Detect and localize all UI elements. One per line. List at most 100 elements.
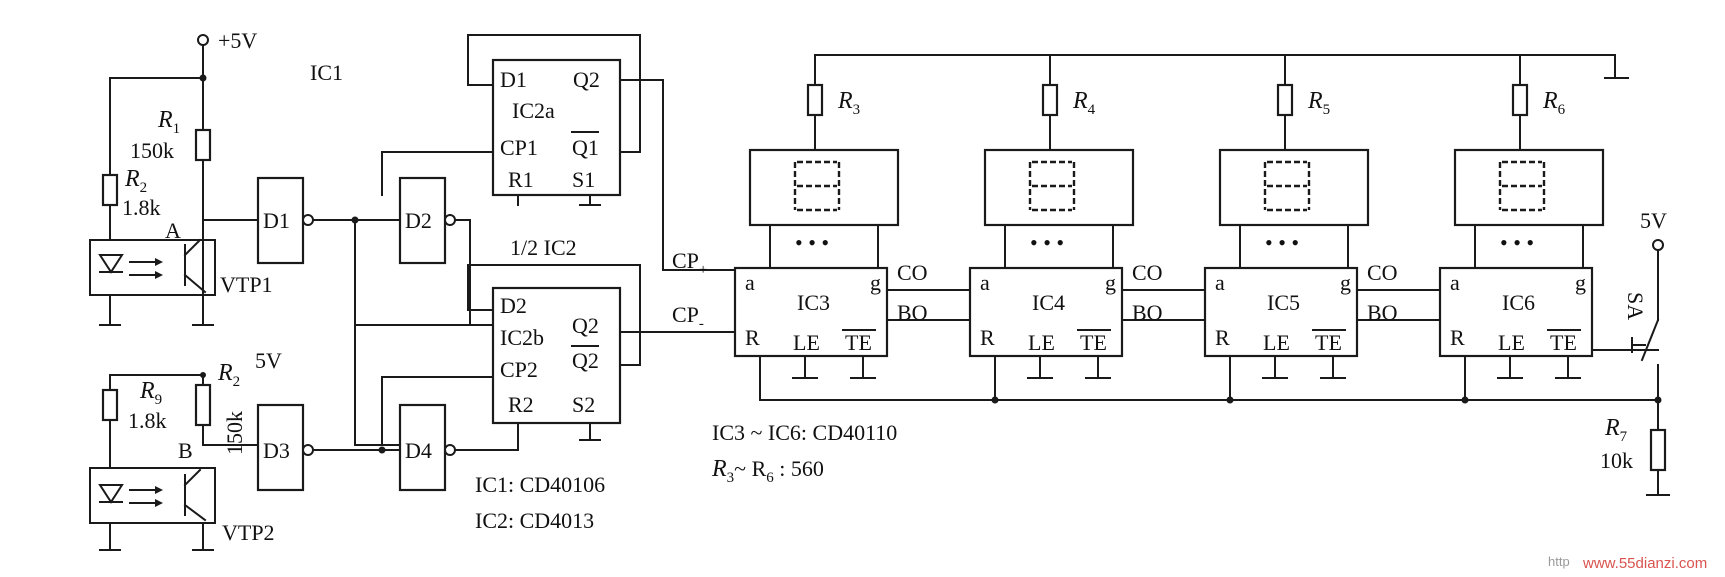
gate-d4: D4 [398,403,456,492]
pin-te-label: TE [1315,330,1342,355]
r7-name: R7 [1604,415,1628,445]
gate-d1: D1 [202,176,314,265]
sa-label: SA [1623,292,1648,320]
pin-te-label: TE [845,330,872,355]
pin-r-label: R [745,325,760,350]
light-arrow-icon [155,258,163,279]
pin-r-label: R [1215,325,1230,350]
counter-ic [1203,266,1359,358]
resistor-r7 [1649,428,1667,472]
pin-g-label: g [870,270,881,295]
pin-te-label: TE [1080,330,1107,355]
pin-le-label: LE [1028,330,1055,355]
counter-ic [968,266,1124,358]
photo-interrupter-2 [89,467,216,524]
seven-segment-digit [1263,160,1311,212]
gate-d2: D2 [398,176,456,265]
ic2a-cp-label: CP1 [500,135,538,160]
sensor-channel-1: +5V R1 150k R2 1.8k A VTP1 [89,28,273,326]
display-segment-dots: • • • [795,230,829,255]
gate-d3: D3 [256,403,314,492]
resistor-r4 [1041,83,1059,117]
borrow-out-label: BO [897,300,928,325]
carry-out-label: CO [897,260,928,285]
pin-te-label: TE [1550,330,1577,355]
vcc-terminal-top [197,34,209,46]
cascade-links: CO BO CO BO CO BO [886,260,1659,351]
pin-g-label: g [1340,270,1351,295]
pin-g-label: g [1575,270,1586,295]
pin-r-label: R [1450,325,1465,350]
vcc-top-label: +5V [218,28,257,53]
r4-name: R4 [1072,88,1096,118]
pin-le-label: LE [1263,330,1290,355]
led-icon [98,254,124,274]
vcc-right-label: 5V [1640,208,1667,233]
seven-segment-digit [1028,160,1076,212]
ic2a-d-label: D1 [500,67,527,92]
pin-a-label: a [745,270,755,295]
resistor-r2b [194,383,212,427]
resistor-r9 [101,388,119,422]
ic2a-s-label: S1 [572,167,595,192]
ic2a-q-label: Q2 [573,67,600,92]
r2b-name: R2 [217,360,240,390]
vtp2-label: VTP2 [222,520,275,545]
d1-label: D1 [263,208,290,233]
ic1-label: IC1 [310,60,343,85]
r6-name: R6 [1542,88,1566,118]
counter-name: IC6 [1502,290,1535,315]
flipflop-ic2a: D1 Q2 IC2a CP1 Q1 R1 S1 [467,34,664,271]
borrow-out-label: BO [1367,300,1398,325]
cp-minus-label: CP- [672,302,704,332]
resistor-r1 [194,128,212,162]
borrow-out-label: BO [1132,300,1163,325]
counter-ic [1438,266,1594,358]
node-a-label: A [165,218,181,243]
display-segment-dots: • • • [1500,230,1534,255]
note-ic1: IC1: CD40106 [475,472,605,497]
ic2b-d-label: D2 [500,293,527,318]
ic2b-s-label: S2 [572,392,595,417]
r3-name: R3 [837,88,860,118]
sensor-channel-2: 5V R9 1.8k R2 150k B VTP2 [89,348,282,551]
counter-ic [733,266,889,358]
r9-value: 1.8k [128,408,167,433]
r7-value: 10k [1600,448,1633,473]
component-notes: IC3 ~ IC6: CD40110 R3~ R6 : 560 IC1: CD4… [475,420,897,533]
pin-a-label: a [1215,270,1225,295]
ic2b-name: IC2b [500,325,544,350]
r1-value: 150k [130,138,174,163]
r2-value: 1.8k [122,195,161,220]
resistor-r6 [1511,83,1529,117]
photo-interrupter-1 [89,239,216,296]
pin-g-label: g [1105,270,1116,295]
led-display [983,148,1135,227]
ic2a-r-label: R1 [508,167,534,192]
ic2a-qn-label: Q1 [572,135,599,160]
resistor-r5 [1276,83,1294,117]
carry-out-label: CO [1132,260,1163,285]
pin-le-label: LE [793,330,820,355]
display-segment-dots: • • • [1265,230,1299,255]
d4-label: D4 [405,438,432,463]
resistor-r3 [806,83,824,117]
counter-name: IC5 [1267,290,1300,315]
pin-a-label: a [980,270,990,295]
flipflop-ic2b: D2 IC2b Q2 CP2 Q2 R2 S2 [467,264,736,441]
carry-out-label: CO [1367,260,1398,285]
vtp1-label: VTP1 [220,272,273,297]
light-arrow-icon [155,486,163,507]
counter-name: IC4 [1032,290,1065,315]
d3-label: D3 [263,438,290,463]
pin-r-label: R [980,325,995,350]
watermark-prefix: http [1548,554,1570,569]
r5-name: R5 [1307,88,1330,118]
pin-le-label: LE [1498,330,1525,355]
r1-name: R1 [157,107,180,137]
